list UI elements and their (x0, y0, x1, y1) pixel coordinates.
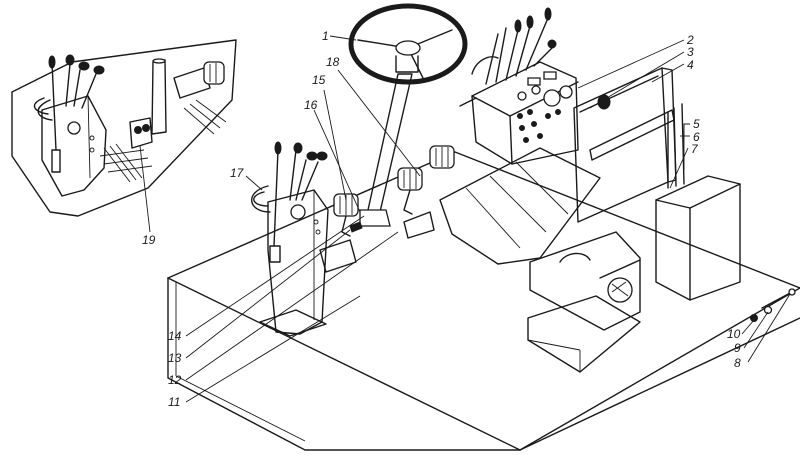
callout-13: 13 (168, 351, 182, 365)
callout-16: 16 (304, 98, 318, 112)
callout-5: 5 (693, 117, 700, 131)
callout-6: 6 (693, 130, 700, 144)
callout-15: 15 (312, 73, 326, 87)
fastener-parts (751, 289, 796, 322)
callout-7: 7 (691, 142, 698, 156)
callout-12: 12 (168, 373, 182, 387)
steering-column (360, 74, 412, 226)
inset-detail-view (12, 40, 236, 216)
callout-14: 14 (168, 329, 182, 343)
callout-2: 2 (687, 33, 694, 47)
pedals (320, 146, 454, 272)
callout-8: 8 (734, 356, 741, 370)
cab-platform (168, 152, 800, 450)
callout-9: 9 (734, 341, 741, 355)
control-pedestal (252, 142, 328, 336)
callout-1: 1 (322, 29, 329, 43)
callout-3: 3 (687, 45, 694, 59)
steering-wheel (351, 6, 465, 82)
callout-10: 10 (727, 327, 741, 341)
instrument-panel (460, 8, 610, 164)
callout-4: 4 (687, 58, 694, 72)
callout-19: 19 (142, 233, 156, 247)
leader-lines (140, 36, 790, 402)
callout-18: 18 (326, 55, 340, 69)
side-cabinet (656, 104, 740, 300)
callout-11: 11 (168, 395, 181, 409)
callout-17: 17 (230, 166, 244, 180)
